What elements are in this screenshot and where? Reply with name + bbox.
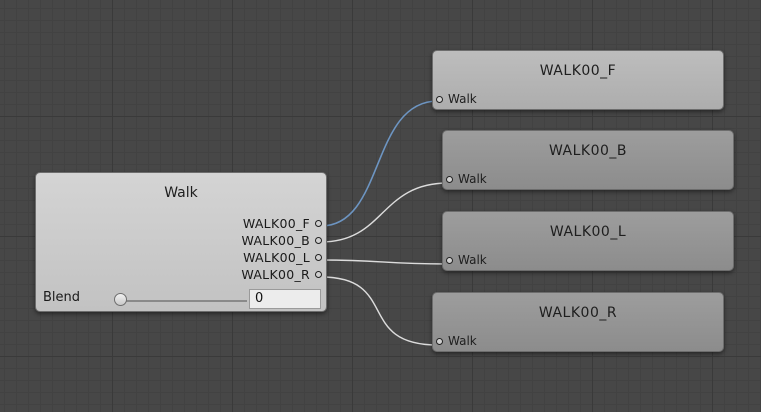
blend-slider-track[interactable] — [123, 300, 247, 302]
blend-parameter-row: Blend 0 — [43, 289, 321, 310]
input-port-walk[interactable]: Walk — [436, 334, 477, 348]
input-port-label: Walk — [448, 92, 477, 106]
input-port-walk[interactable]: Walk — [446, 172, 487, 186]
port-dot-icon[interactable] — [436, 337, 443, 345]
wire-walk00-f — [320, 100, 439, 227]
output-port-label: WALK00_R — [241, 267, 310, 282]
wire-walk00-b — [320, 182, 449, 243]
input-port-walk[interactable]: Walk — [446, 253, 487, 267]
clip-node-walk00-b[interactable]: WALK00_B Walk — [442, 130, 734, 190]
blend-label: Blend — [43, 290, 81, 305]
wire-walk00-r — [320, 276, 439, 346]
output-port-walk00-f[interactable]: WALK00_F — [243, 215, 322, 232]
port-dot-icon[interactable] — [446, 175, 453, 183]
input-port-label: Walk — [448, 334, 477, 348]
blend-value-field[interactable]: 0 — [249, 289, 321, 309]
node-title: WALK00_B — [548, 143, 628, 159]
output-port-label: WALK00_F — [242, 216, 310, 231]
output-port-walk00-b[interactable]: WALK00_B — [241, 232, 322, 249]
node-title: WALK00_L — [549, 224, 627, 240]
clip-node-walk00-f[interactable]: WALK00_F Walk — [432, 50, 724, 110]
port-dot-icon[interactable] — [315, 254, 322, 261]
blend-tree-node-walk[interactable]: Walk WALK00_F WALK00_B WALK00_L WALK00_R… — [35, 172, 327, 312]
port-dot-icon[interactable] — [446, 256, 453, 264]
blend-slider-thumb[interactable] — [114, 293, 127, 306]
clip-node-walk00-l[interactable]: WALK00_L Walk — [442, 211, 734, 271]
node-title: WALK00_F — [539, 63, 617, 79]
output-port-label: WALK00_B — [241, 233, 310, 248]
output-port-label: WALK00_L — [243, 250, 310, 265]
output-port-walk00-r[interactable]: WALK00_R — [241, 266, 322, 283]
port-dot-icon[interactable] — [315, 220, 322, 227]
input-port-walk[interactable]: Walk — [436, 92, 477, 106]
port-dot-icon[interactable] — [315, 271, 322, 278]
clip-node-walk00-r[interactable]: WALK00_R Walk — [432, 292, 724, 352]
port-dot-icon[interactable] — [436, 95, 443, 103]
input-port-label: Walk — [458, 253, 487, 267]
output-port-walk00-l[interactable]: WALK00_L — [243, 249, 322, 266]
node-title: WALK00_R — [538, 305, 618, 321]
port-dot-icon[interactable] — [315, 237, 322, 244]
node-title: Walk — [164, 185, 198, 201]
wire-walk00-l — [320, 259, 449, 265]
input-port-label: Walk — [458, 172, 487, 186]
